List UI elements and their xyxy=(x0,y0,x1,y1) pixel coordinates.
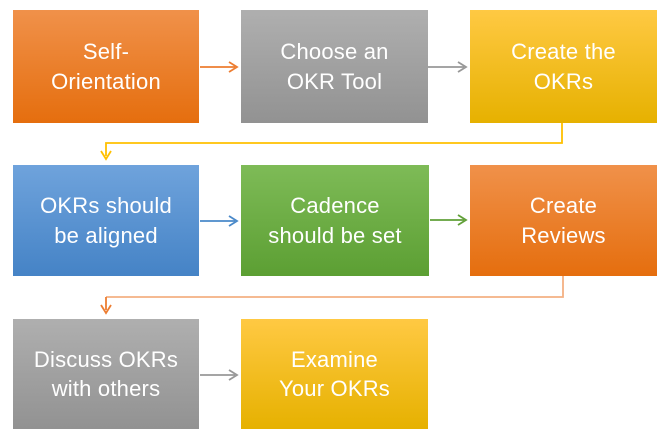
flow-step-okrs-should-be-aligned: OKRs should be aligned xyxy=(13,165,199,276)
elbow-create-okrs-to-okrs-aligned xyxy=(100,123,563,161)
flow-step-cadence-should-be-set: Cadence should be set xyxy=(241,165,429,276)
arrow-discuss-to-examine xyxy=(200,369,239,381)
flow-step-choose-okr-tool: Choose an OKR Tool xyxy=(241,10,428,123)
flow-step-create-reviews: Create Reviews xyxy=(470,165,657,276)
arrow-cadence-to-create-reviews xyxy=(430,214,468,226)
flow-step-create-the-okrs: Create the OKRs xyxy=(470,10,657,123)
flow-step-discuss-okrs-with-others: Discuss OKRs with others xyxy=(13,319,199,429)
arrow-choose-tool-to-create-okrs xyxy=(428,61,468,73)
arrow-self-orientation-to-choose-tool xyxy=(200,61,239,73)
elbow-arrowhead-create-reviews-to-discuss xyxy=(100,297,112,315)
arrow-okrs-aligned-to-cadence xyxy=(200,215,239,227)
flow-step-self-orientation: Self- Orientation xyxy=(13,10,199,123)
flow-step-examine-your-okrs: Examine Your OKRs xyxy=(241,319,428,429)
elbow-create-reviews-to-discuss xyxy=(106,276,564,298)
